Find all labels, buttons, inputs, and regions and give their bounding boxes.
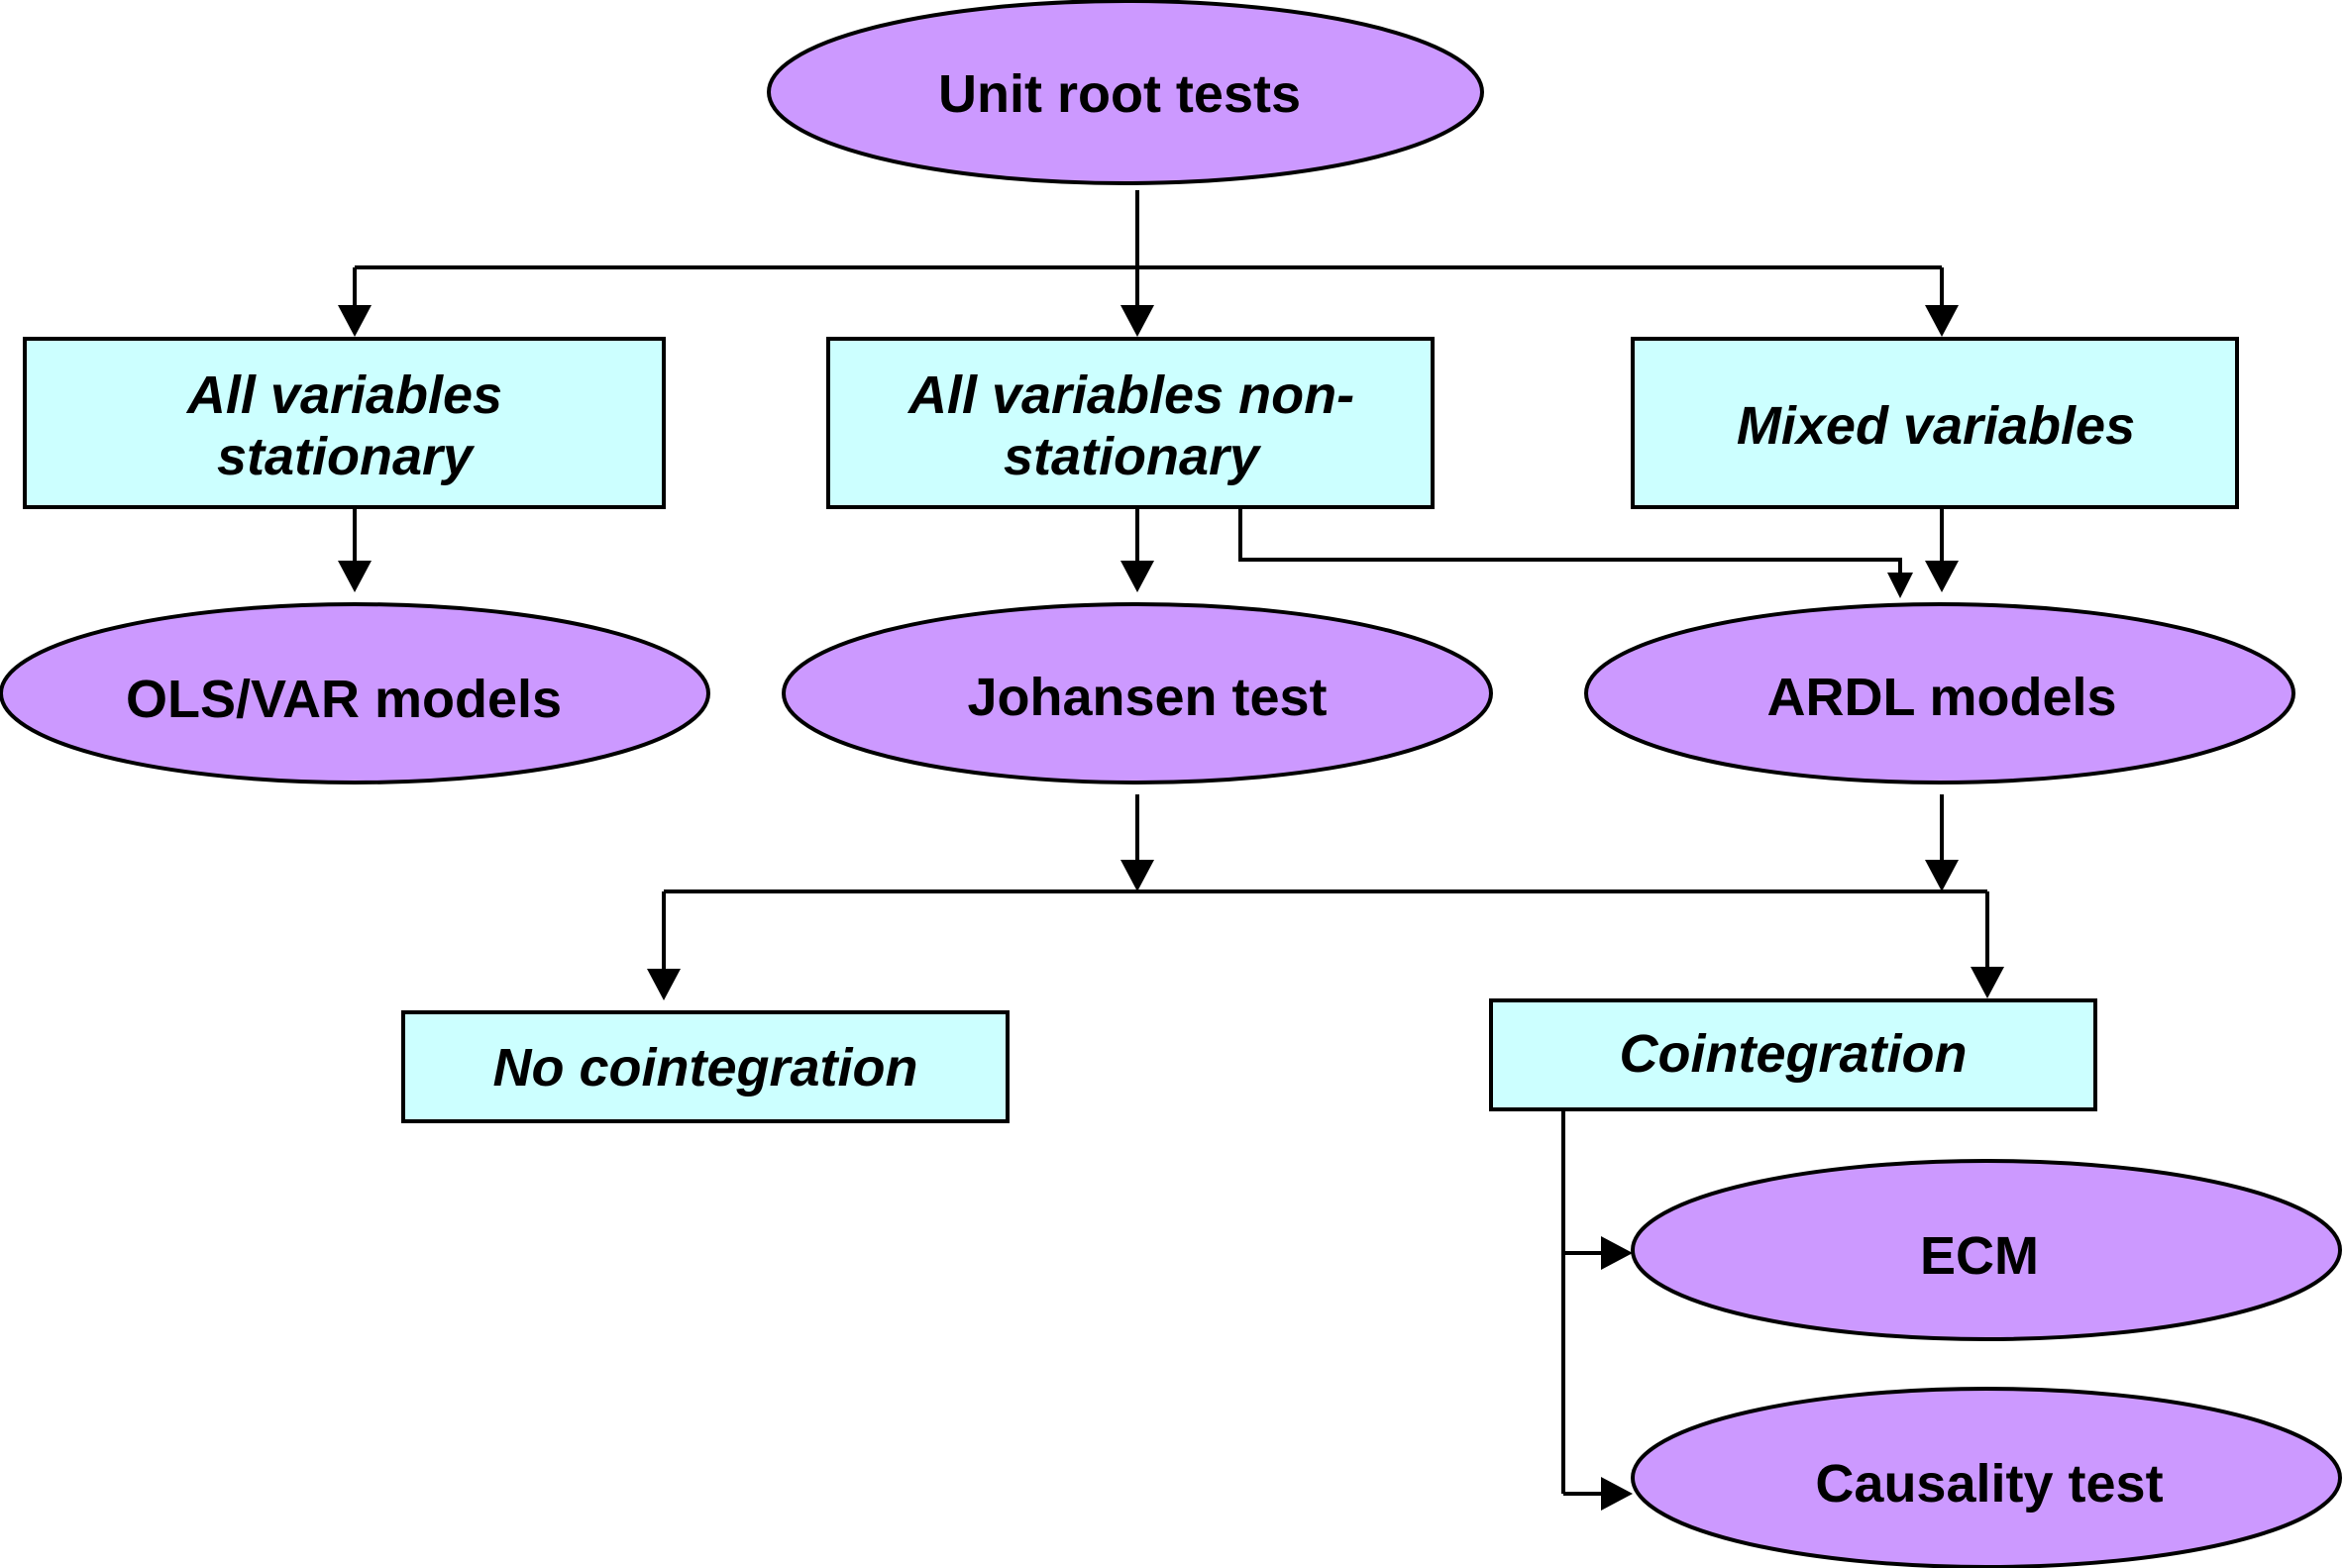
node-label: Mixed variables xyxy=(1737,396,2135,456)
node-ardl-models: ARDL models xyxy=(1584,602,2295,784)
arrowhead-mixed xyxy=(1925,305,1959,337)
node-causality-test: Causality test xyxy=(1631,1387,2342,1568)
node-label-line2: stationary xyxy=(217,427,476,486)
node-all-variables-stationary: All variables stationary xyxy=(23,337,666,509)
node-label: OLS/VAR models xyxy=(126,670,562,729)
arrowhead-johansen-down xyxy=(1120,860,1154,891)
arrowhead-ardl xyxy=(1925,561,1959,592)
connectors xyxy=(353,190,1989,1496)
arrowhead-cointegration xyxy=(1971,967,2004,998)
node-johansen-test: Johansen test xyxy=(782,602,1493,784)
node-no-cointegration: No cointegration xyxy=(401,1010,1010,1123)
node-unit-root-tests: Unit root tests xyxy=(767,0,1484,185)
node-label: Unit root tests xyxy=(938,64,1301,124)
arrowhead-johansen xyxy=(1120,561,1154,592)
node-label-line1: All variables xyxy=(185,366,502,425)
node-all-variables-nonstationary: All variables non- stationary xyxy=(826,337,1435,509)
node-ecm: ECM xyxy=(1631,1159,2342,1341)
arrowhead-ols xyxy=(338,561,372,592)
arrowheads xyxy=(338,305,2004,1511)
arrowhead-stationary xyxy=(338,305,372,337)
arrowhead-ardl-secondary xyxy=(1887,573,1913,598)
node-label: No cointegration xyxy=(493,1038,918,1098)
node-label: Cointegration xyxy=(1620,1024,1968,1084)
connector-nonstationary-to-ardl xyxy=(1238,507,1902,576)
node-label: ARDL models xyxy=(1766,668,2116,727)
arrowhead-nonstationary xyxy=(1120,305,1154,337)
arrowhead-no-cointegration xyxy=(647,969,681,1000)
node-label-line1: All variables non- xyxy=(906,366,1354,425)
node-ols-var-models: OLS/VAR models xyxy=(0,602,710,784)
arrowhead-ecm xyxy=(1601,1236,1633,1270)
arrowhead-causality xyxy=(1601,1477,1633,1511)
node-cointegration: Cointegration xyxy=(1489,998,2097,1111)
arrowhead-ardl-down xyxy=(1925,860,1959,891)
node-label: Johansen test xyxy=(967,668,1327,727)
node-label: Causality test xyxy=(1815,1454,2163,1514)
node-label: ECM xyxy=(1920,1226,2039,1286)
node-mixed-variables: Mixed variables xyxy=(1631,337,2239,509)
node-label-line2: stationary xyxy=(1004,427,1262,486)
